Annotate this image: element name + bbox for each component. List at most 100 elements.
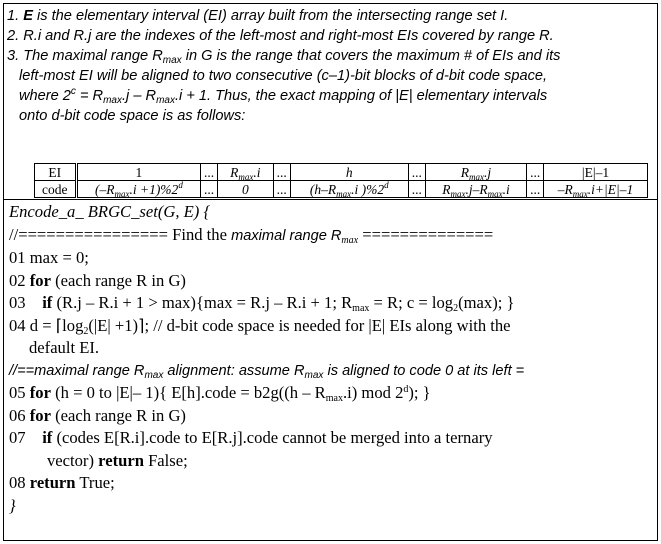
line-07-b: (codes E[R.i].code to E[R.j].code cannot… [52, 428, 493, 447]
table-cell: ... [272, 180, 291, 198]
line-04-sub: 2 [83, 325, 89, 337]
note-1-number: 1. [7, 8, 20, 24]
table-cell: EI [34, 163, 78, 181]
algorithm-body: Encode_a_ BRGC_set(G, E) { //===========… [4, 201, 657, 517]
notes-section: 1. E is the elementary interval (EI) arr… [4, 4, 657, 200]
note-1-I: I [500, 8, 505, 24]
algo-comment-1: //================ Find the maximal rang… [9, 224, 657, 248]
table-cell: ... [200, 180, 218, 198]
table-cell: Rmax.j [424, 163, 528, 181]
table-cell: Rmax.j–Rmax.i [424, 180, 528, 198]
line-05-num: 05 [9, 383, 30, 402]
algo-line-01: 01 max = 0; [9, 248, 89, 267]
note-3-line-4: onto d-bit code space is as follows: [19, 108, 246, 124]
line-03-if: if [42, 293, 53, 312]
line-07-d: False; [143, 450, 188, 470]
line-03-sub2: 2 [453, 303, 459, 314]
algo-line-05: 05 for (h = 0 to |E|– 1){ E[h].code = b2… [9, 382, 657, 405]
note-3-l3d: .i + 1. Thus, the exact mapping of |E| e… [174, 88, 548, 104]
line-05-b: (h = 0 to |E|– 1){ E[h].code = b2g((h – … [50, 383, 326, 402]
algo-line-06: 06 for (each range R in G) [9, 405, 657, 428]
line-08-rest: True; [75, 473, 115, 492]
line-07-num: 07 [9, 428, 43, 447]
table-cell: |E|–1 [543, 163, 648, 181]
note-1-text: is the elementary interval (EI) array bu… [32, 8, 501, 24]
line-06-rest: (each range R in G) [50, 405, 186, 425]
algo-line-07: 07 if (codes E[R.i].code to E[R.j].code … [9, 427, 657, 450]
table-cell: h [289, 163, 409, 181]
note-3-sub2: max [103, 95, 122, 106]
table-cell: Rmax.i [216, 163, 274, 181]
note-3-l3c: .j – R [122, 88, 157, 104]
note-3-line-1: 3. The maximal range Rmax in G is the ra… [7, 46, 654, 66]
table-cell: ... [407, 180, 426, 198]
note-1: 1. E is the elementary interval (EI) arr… [7, 6, 654, 26]
comment-1-a: //================ Find the [9, 224, 232, 244]
table-cell: (–Rmax.i +1)%2d [75, 180, 202, 198]
line-06-num: 06 [9, 405, 30, 425]
table-row: EI 1 ... Rmax.i ... h ... Rmax.j ... |E|… [34, 163, 648, 181]
mapping-table: EI 1 ... Rmax.i ... h ... Rmax.j ... |E|… [34, 163, 648, 198]
algo-line-04-cont: default EI. [29, 338, 100, 357]
note-1-E: E [23, 8, 33, 24]
line-07-if: if [42, 428, 53, 447]
note-1-end: . [504, 8, 509, 24]
algorithm-figure: 1. E is the elementary interval (EI) arr… [3, 3, 658, 541]
algo-line-04: 04 d = ⌈log2(|E| +1)⌉; // d-bit code spa… [9, 315, 657, 338]
comment-2-sub2: max [304, 369, 324, 381]
comment-1-b: maximal range R [231, 227, 342, 244]
algo-comment-2: //==maximal range Rmax alignment: assume… [9, 360, 657, 383]
note-3-line-3: where 2c = Rmax.j – Rmax.i + 1. Thus, th… [7, 86, 654, 106]
line-03-d: (max); } [458, 293, 515, 312]
line-07-return: return [98, 450, 144, 470]
table-cell: ... [526, 163, 544, 181]
comment-1-sub: max [341, 234, 359, 246]
line-02-for: for [29, 270, 51, 290]
note-3-line-2: left-most EI will be aligned to two cons… [19, 68, 548, 84]
line-05-sup: d [403, 384, 409, 395]
note-3-sub: max [162, 55, 182, 66]
table-row: code (–Rmax.i +1)%2d ... 0 ... (h–Rmax.i… [34, 180, 648, 198]
comment-2-sub: max [144, 369, 164, 381]
line-08-num: 08 [9, 473, 30, 492]
note-3-l3b: = R [75, 88, 104, 104]
comment-2-b: alignment: assume R [163, 362, 305, 379]
comment-2-a: //==maximal range R [9, 362, 145, 379]
table-cell: –Rmax.i+|E|–1 [543, 180, 648, 198]
line-04-a: 04 d = ⌈log [9, 315, 84, 335]
line-02-num: 02 [9, 270, 30, 290]
note-2: 2. R.i and R.j are the indexes of the le… [7, 28, 554, 44]
table-cell: 0 [216, 180, 274, 198]
note-3-sup: c [70, 86, 76, 97]
line-05-sub: max [325, 393, 343, 404]
note-3-l1b: in G is the range that covers the maximu… [181, 48, 561, 64]
line-05-for: for [29, 383, 51, 402]
table-cell: 1 [75, 163, 202, 181]
algo-line-07-cont: vector) return False; [9, 450, 657, 473]
line-05-d: ); } [408, 383, 431, 402]
line-02-rest: (each range R in G) [50, 270, 186, 290]
table-cell: ... [200, 163, 218, 181]
algo-header: Encode_a_ BRGC_set(G, E) { [9, 202, 211, 221]
comment-1-c: ============== [358, 224, 494, 244]
table-cell: ... [526, 180, 544, 198]
comment-2-c: is aligned to code 0 at its left = [323, 362, 525, 379]
table-cell: code [34, 180, 78, 198]
table-cell: ... [272, 163, 291, 181]
line-06-for: for [29, 405, 51, 425]
table-cell: (h–Rmax.i )%2d [289, 180, 409, 198]
algo-line-08: 08 return True; [9, 472, 657, 495]
line-03-c: = R; c = log [369, 293, 454, 312]
algo-line-03: 03 if (R.j – R.i + 1 > max){max = R.j – … [9, 292, 657, 315]
table-cell: ... [407, 163, 426, 181]
algo-line-02: 02 for (each range R in G) [9, 270, 657, 293]
note-3-sub3: max [156, 95, 175, 106]
line-03-num: 03 [9, 293, 43, 312]
note-3-l1: 3. The maximal range R [7, 48, 163, 64]
algo-close-brace: } [9, 495, 16, 515]
note-3-l3a: where 2 [19, 88, 71, 104]
line-07-c: vector) [47, 450, 99, 470]
line-08-return: return [29, 473, 76, 492]
line-05-c: .i) mod 2 [342, 383, 404, 402]
line-03-b: (R.j – R.i + 1 > max){max = R.j – R.i + … [52, 293, 353, 312]
